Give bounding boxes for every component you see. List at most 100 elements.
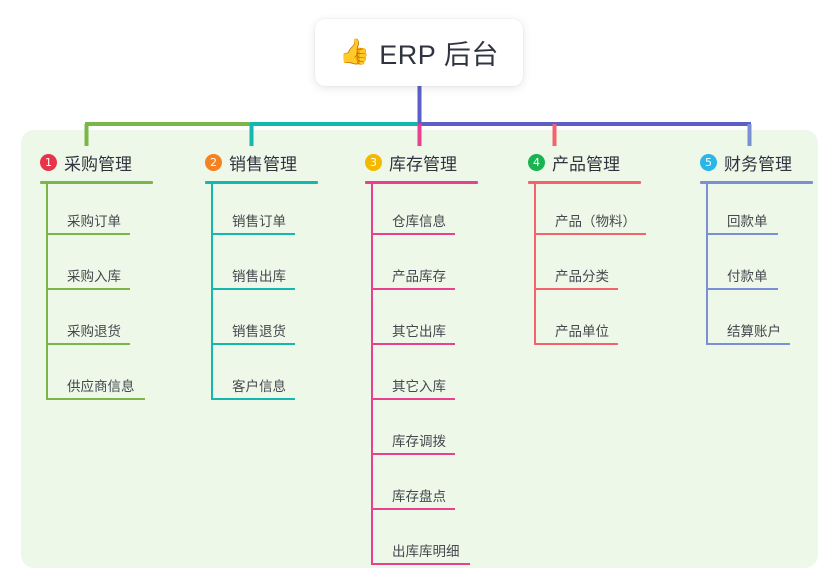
diagram-panel-background [21,130,818,568]
branch-column-5: 5 财务管理回款单付款单结算账户 [700,150,813,349]
branch-item-label: 产品库存 [392,269,446,284]
branch-item[interactable]: 产品库存 [365,239,478,294]
branch-item[interactable]: 其它出库 [365,294,478,349]
branch-item-label: 付款单 [727,269,768,284]
branch-item[interactable]: 销售出库 [205,239,318,294]
branch-column-4: 4 产品管理产品（物料） 产品分类产品单位 [528,150,646,349]
branch-number-badge: 2 [205,153,222,171]
branch-number-badge: 4 [528,153,545,171]
branch-item[interactable]: 其它入库 [365,349,478,404]
branch-item-label: 结算账户 [727,324,781,339]
branch-item-underline [46,288,130,290]
branch-header-2[interactable]: 2 销售管理 [205,150,318,174]
branch-item[interactable]: 结算账户 [700,294,813,349]
branch-title-label: 采购管理 [64,154,132,174]
branch-item-label: 仓库信息 [392,214,446,229]
branch-spine-line [534,184,536,345]
branch-number-badge: 1 [40,153,57,171]
branch-item-underline [371,453,455,455]
branch-item-list: 仓库信息产品库存其它出库其它入库库存调拨库存盘点出库库明细 [365,184,478,569]
branch-item[interactable]: 产品分类 [528,239,641,294]
branch-item-label: 其它入库 [392,379,446,394]
branch-title-label: 财务管理 [724,154,792,174]
branch-item-underline [706,233,778,235]
branch-item-label: 库存调拨 [392,434,446,449]
branch-title-label: 库存管理 [389,154,457,174]
branch-item-underline [371,233,455,235]
branch-item-underline [46,343,130,345]
branch-header-4[interactable]: 4 产品管理 [528,150,641,174]
branch-item-underline [46,398,145,400]
branch-item-underline [371,563,470,565]
branch-item-label: 回款单 [727,214,768,229]
branch-item[interactable]: 客户信息 [205,349,318,404]
branch-item-list: 销售订单销售出库销售退货客户信息 [205,184,318,404]
branch-item[interactable]: 产品（物料） [528,184,646,239]
branch-item-label: 出库库明细 [392,544,460,559]
branch-item-list: 回款单付款单结算账户 [700,184,813,349]
branch-item[interactable]: 仓库信息 [365,184,478,239]
branch-item-underline [371,508,455,510]
branch-number-badge: 3 [365,153,382,171]
branch-item-label: 销售订单 [232,214,286,229]
thumbs-up-icon: 👍 [339,38,371,66]
branch-item-label: 销售出库 [232,269,286,284]
branch-item[interactable]: 库存调拨 [365,404,478,459]
branch-item[interactable]: 采购退货 [40,294,153,349]
branch-item-underline [371,398,455,400]
branch-item-underline [211,233,295,235]
branch-item-label: 产品分类 [555,269,609,284]
branch-item[interactable]: 销售退货 [205,294,318,349]
branch-header-1[interactable]: 1 采购管理 [40,150,153,174]
branch-item-underline [534,288,618,290]
branch-spine-line [371,184,373,565]
branch-header-underline [528,181,641,184]
branch-number-badge: 5 [700,153,717,171]
branch-item-label: 其它出库 [392,324,446,339]
root-node-label: ERP 后台 [379,40,499,70]
branch-item[interactable]: 采购订单 [40,184,153,239]
branch-item-underline [211,288,295,290]
branch-item-list: 采购订单采购入库采购退货供应商信息 [40,184,153,404]
branch-item-label: 采购入库 [67,269,121,284]
branch-item[interactable]: 出库库明细 [365,514,478,569]
branch-item-label: 产品单位 [555,324,609,339]
branch-spine-line [46,184,48,400]
branch-item[interactable]: 供应商信息 [40,349,153,404]
branch-header-3[interactable]: 3 库存管理 [365,150,478,174]
branch-item[interactable]: 回款单 [700,184,813,239]
branch-item-underline [211,343,295,345]
branch-column-1: 1 采购管理采购订单采购入库采购退货供应商信息 [40,150,153,404]
branch-header-5[interactable]: 5 财务管理 [700,150,813,174]
branch-item-underline [46,233,130,235]
branch-item[interactable]: 库存盘点 [365,459,478,514]
branch-item-label: 产品（物料） [555,214,636,229]
branch-item[interactable]: 产品单位 [528,294,641,349]
branch-item-underline [706,343,790,345]
branch-item-underline [534,233,646,235]
branch-item-label: 库存盘点 [392,489,446,504]
branch-title-label: 产品管理 [552,154,620,174]
branch-item-underline [371,343,455,345]
branch-header-underline [40,181,153,184]
branch-header-underline [205,181,318,184]
branch-item-label: 采购订单 [67,214,121,229]
branch-item-underline [211,398,295,400]
branch-item-underline [534,343,618,345]
branch-item-underline [371,288,455,290]
root-node-erp-backend[interactable]: 👍 ERP 后台 [315,19,523,86]
branch-spine-line [706,184,708,345]
branch-item-label: 采购退货 [67,324,121,339]
branch-title-label: 销售管理 [229,154,297,174]
branch-header-underline [365,181,478,184]
branch-header-underline [700,181,813,184]
branch-item[interactable]: 付款单 [700,239,813,294]
branch-item-label: 销售退货 [232,324,286,339]
branch-column-2: 2 销售管理销售订单销售出库销售退货客户信息 [205,150,318,404]
branch-item-underline [706,288,778,290]
branch-column-3: 3 库存管理仓库信息产品库存其它出库其它入库库存调拨库存盘点出库库明细 [365,150,478,569]
branch-item[interactable]: 采购入库 [40,239,153,294]
branch-item[interactable]: 销售订单 [205,184,318,239]
branch-spine-line [211,184,213,400]
